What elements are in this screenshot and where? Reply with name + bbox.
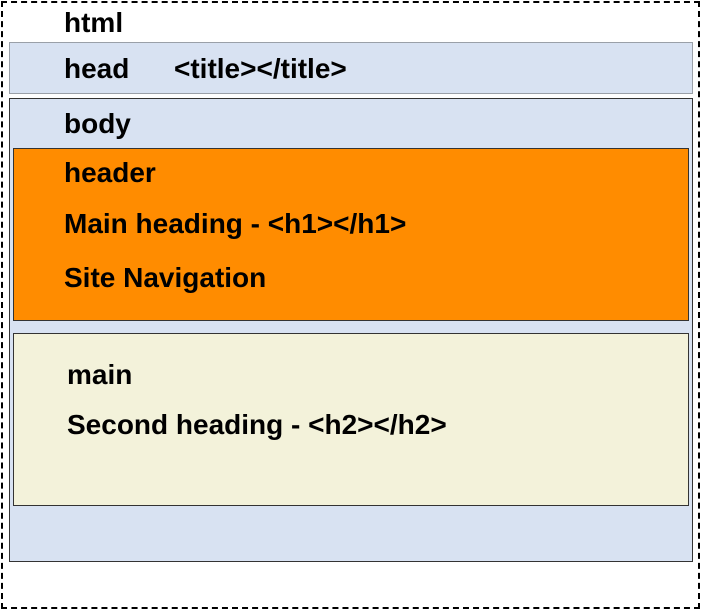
head-container: [9, 42, 693, 94]
header-container: [13, 148, 689, 321]
main-label: main: [67, 359, 133, 390]
main-container: [13, 333, 689, 506]
site-navigation-label: Site Navigation: [64, 262, 267, 293]
header-label: header: [64, 157, 156, 188]
main-heading-label: Main heading - <h1></h1>: [64, 208, 407, 239]
second-heading-label: Second heading - <h2></h2>: [67, 409, 447, 440]
html-label: html: [64, 7, 124, 38]
body-label: body: [64, 108, 131, 139]
title-tag-label: <title></title>: [174, 53, 347, 84]
head-label: head: [64, 53, 130, 84]
